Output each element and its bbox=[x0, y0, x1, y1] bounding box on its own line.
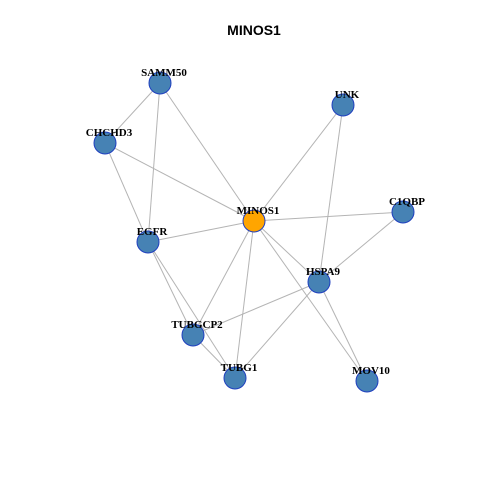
edge-hspa9-mov10 bbox=[318, 281, 368, 382]
edge-egfr-tubgcp2 bbox=[147, 241, 194, 336]
node-tubgcp2: TUBGCP2 bbox=[171, 319, 223, 347]
node-egfr: EGFR bbox=[136, 226, 169, 254]
node-label-tubgcp2: TUBGCP2 bbox=[171, 319, 223, 331]
node-label-hspa9: HSPA9 bbox=[306, 266, 341, 278]
node-label-unk: UNK bbox=[335, 89, 360, 101]
edge-minos1-c1qbp bbox=[253, 211, 404, 222]
node-label-egfr: EGFR bbox=[137, 226, 169, 238]
node-label-tubg1: TUBG1 bbox=[221, 362, 258, 374]
graph-title: MINOS1 bbox=[227, 22, 281, 38]
edge-samm50-minos1 bbox=[159, 82, 255, 222]
node-label-mov10: MOV10 bbox=[352, 365, 390, 377]
node-label-chchd3: CHCHD3 bbox=[86, 127, 133, 139]
node-circle-samm50 bbox=[148, 71, 172, 95]
node-circle-minos1 bbox=[242, 209, 266, 233]
edges-group bbox=[104, 82, 404, 382]
node-label-c1qbp: C1QBP bbox=[389, 196, 425, 208]
node-c1qbp: C1QBP bbox=[389, 196, 425, 224]
node-chchd3: CHCHD3 bbox=[86, 127, 133, 155]
node-circle-egfr bbox=[136, 230, 160, 254]
edge-minos1-mov10 bbox=[253, 220, 368, 382]
node-circle-chchd3 bbox=[93, 131, 117, 155]
edge-egfr-tubg1 bbox=[147, 241, 236, 379]
node-tubg1: TUBG1 bbox=[221, 362, 258, 390]
node-label-samm50: SAMM50 bbox=[141, 67, 187, 79]
node-minos1: MINOS1 bbox=[237, 205, 280, 233]
edge-minos1-hspa9 bbox=[253, 220, 320, 283]
edge-minos1-tubg1 bbox=[234, 220, 255, 379]
edge-hspa9-tubg1 bbox=[234, 281, 320, 379]
node-unk: UNK bbox=[331, 89, 360, 117]
edge-samm50-egfr bbox=[147, 82, 161, 243]
node-circle-c1qbp bbox=[391, 200, 415, 224]
node-circle-hspa9 bbox=[307, 270, 331, 294]
edge-minos1-egfr bbox=[147, 220, 255, 243]
edge-chchd3-egfr bbox=[104, 142, 149, 243]
edge-hspa9-tubgcp2 bbox=[192, 281, 320, 336]
edge-chchd3-minos1 bbox=[104, 142, 255, 222]
edge-c1qbp-hspa9 bbox=[318, 211, 404, 283]
node-circle-unk bbox=[331, 93, 355, 117]
edge-samm50-chchd3 bbox=[104, 82, 161, 144]
node-label-minos1: MINOS1 bbox=[237, 205, 280, 217]
node-samm50: SAMM50 bbox=[141, 67, 187, 95]
node-mov10: MOV10 bbox=[352, 365, 390, 393]
edge-unk-minos1 bbox=[253, 104, 344, 222]
node-circle-tubgcp2 bbox=[181, 323, 205, 347]
edge-unk-hspa9 bbox=[318, 104, 344, 283]
node-hspa9: HSPA9 bbox=[306, 266, 341, 294]
node-circle-mov10 bbox=[355, 369, 379, 393]
node-circle-tubg1 bbox=[223, 366, 247, 390]
edge-minos1-tubgcp2 bbox=[192, 220, 255, 336]
